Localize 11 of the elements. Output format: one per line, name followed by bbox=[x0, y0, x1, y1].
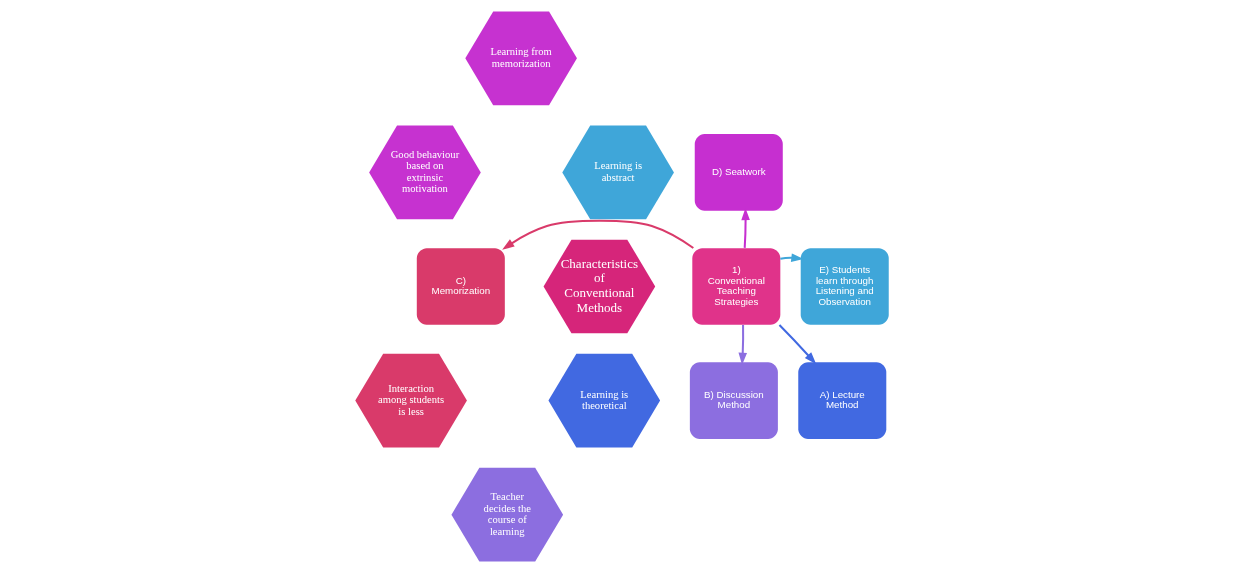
node-box: 1) Conventional Teaching Strategies bbox=[691, 248, 780, 325]
node-box: D) Seatwork bbox=[694, 134, 783, 211]
arrow bbox=[737, 325, 747, 366]
arrow bbox=[501, 219, 694, 250]
arrow bbox=[778, 324, 816, 365]
arrow bbox=[779, 253, 804, 262]
node-box: E) Students learn through Listening and Observation bbox=[800, 248, 889, 325]
node-box: C) Memorization bbox=[416, 248, 505, 325]
node-box: B) Discussion Method bbox=[689, 362, 778, 439]
arrow bbox=[740, 207, 750, 248]
node-box: A) Lecture Method bbox=[797, 362, 886, 439]
